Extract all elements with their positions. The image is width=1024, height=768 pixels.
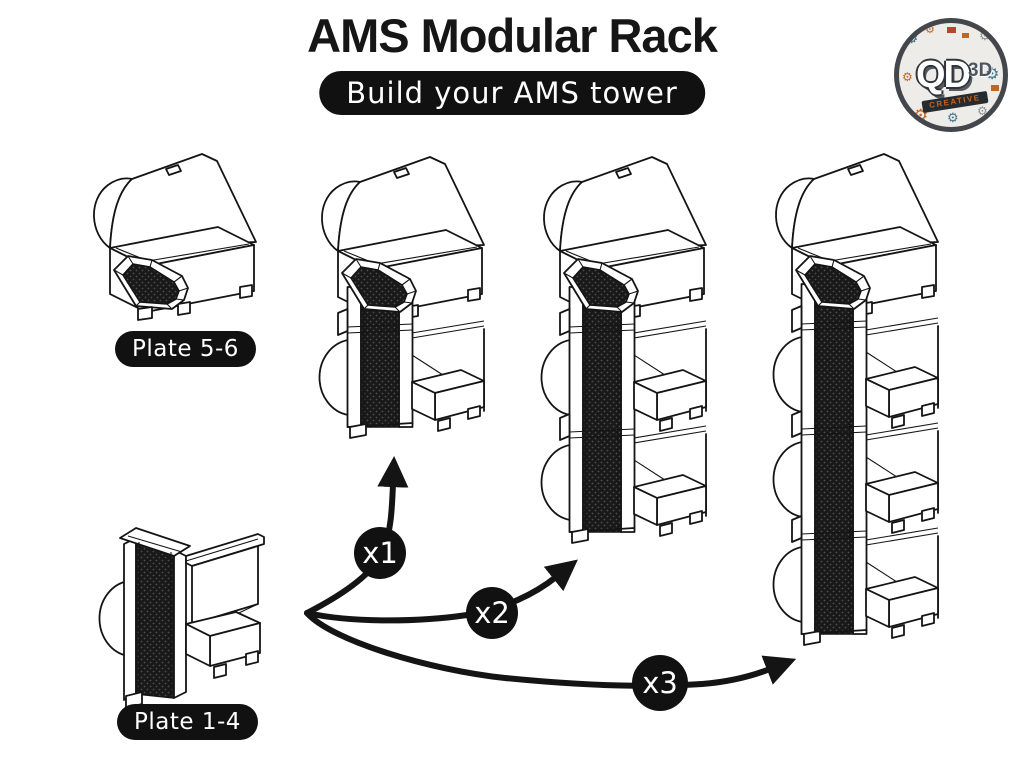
shelf-module-drawing: [98, 527, 265, 709]
arrow-x3: [304, 610, 797, 689]
gear-icon: ⚙: [979, 28, 991, 43]
gear-icon: ⚙: [925, 24, 935, 36]
logo-qd-text: QD: [916, 54, 971, 96]
tower-x2-drawing: [540, 156, 707, 544]
logo-decor-chip: [991, 85, 999, 91]
gear-icon: ⚙: [905, 30, 919, 47]
plate-1-4-label: Plate 1-4: [117, 704, 258, 740]
plate-5-6-label: Plate 5-6: [115, 331, 256, 367]
logo-3d-text: 3D: [968, 60, 993, 81]
page-title: AMS Modular Rack: [307, 9, 718, 62]
logo-decor-chip: [947, 27, 956, 33]
logo-decor-chip: [962, 33, 969, 38]
tower-x1-drawing: [318, 156, 485, 439]
gear-icon: ⚙: [977, 104, 988, 118]
subtitle-badge: Build your AMS tower: [319, 71, 705, 115]
arrow-x2: [304, 559, 578, 624]
gear-icon: ⚙: [902, 70, 913, 84]
multiplier-x1-badge: x1: [354, 527, 406, 579]
gear-icon: ⚙: [947, 110, 959, 125]
tower-x3-drawing: [772, 153, 939, 646]
gear-icon: ⚙: [985, 66, 1000, 83]
qd3d-logo: ⚙ ⚙ ⚙ ⚙ ⚙ ⚙ ⚙ ⚙ QD 3D CREATIVE: [894, 18, 1008, 132]
top-module-drawing: [93, 153, 257, 321]
multiplier-x2-badge: x2: [466, 587, 518, 639]
multiplier-x3-badge: x3: [632, 655, 688, 711]
